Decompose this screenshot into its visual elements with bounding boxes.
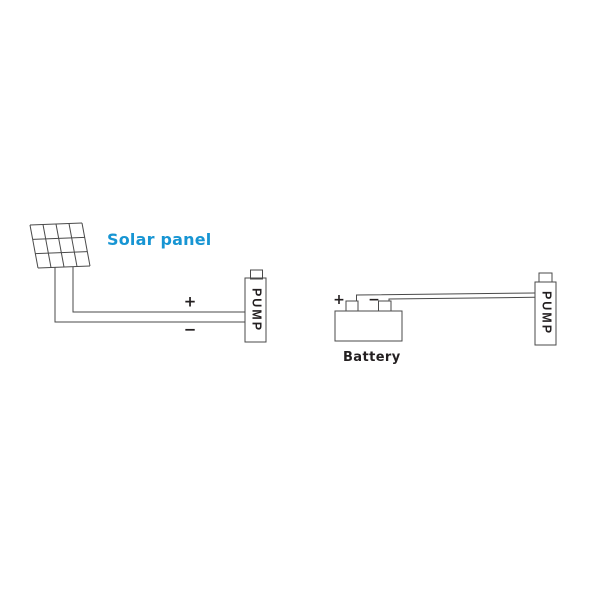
pump-1-label: PUMP — [249, 287, 264, 333]
solar-panel-label: Solar panel — [107, 230, 212, 249]
battery-body — [334, 310, 403, 342]
battery-label: Battery — [343, 350, 401, 365]
wire-positive-right — [356, 292, 536, 301]
pump-1-body — [244, 277, 267, 343]
battery-icon — [334, 300, 403, 342]
pump-1-connector — [250, 269, 263, 280]
wire-positive-left — [72, 266, 245, 313]
negative-sign-left: − — [183, 320, 197, 339]
pump-2-icon — [534, 272, 557, 346]
pump-1-icon — [244, 269, 267, 343]
wire-negative-right — [388, 296, 536, 301]
pump-2-connector — [538, 272, 553, 283]
wire-negative-left — [54, 267, 245, 323]
positive-sign-left: + — [183, 292, 197, 311]
positive-sign-battery: + — [333, 292, 345, 308]
pump-2-label: PUMP — [539, 290, 554, 336]
negative-sign-battery: − — [368, 292, 380, 308]
pump-2-body — [534, 281, 557, 346]
battery-terminal-negative — [378, 300, 392, 312]
battery-terminal-positive — [345, 300, 359, 312]
solar-panel-icon — [30, 223, 90, 268]
